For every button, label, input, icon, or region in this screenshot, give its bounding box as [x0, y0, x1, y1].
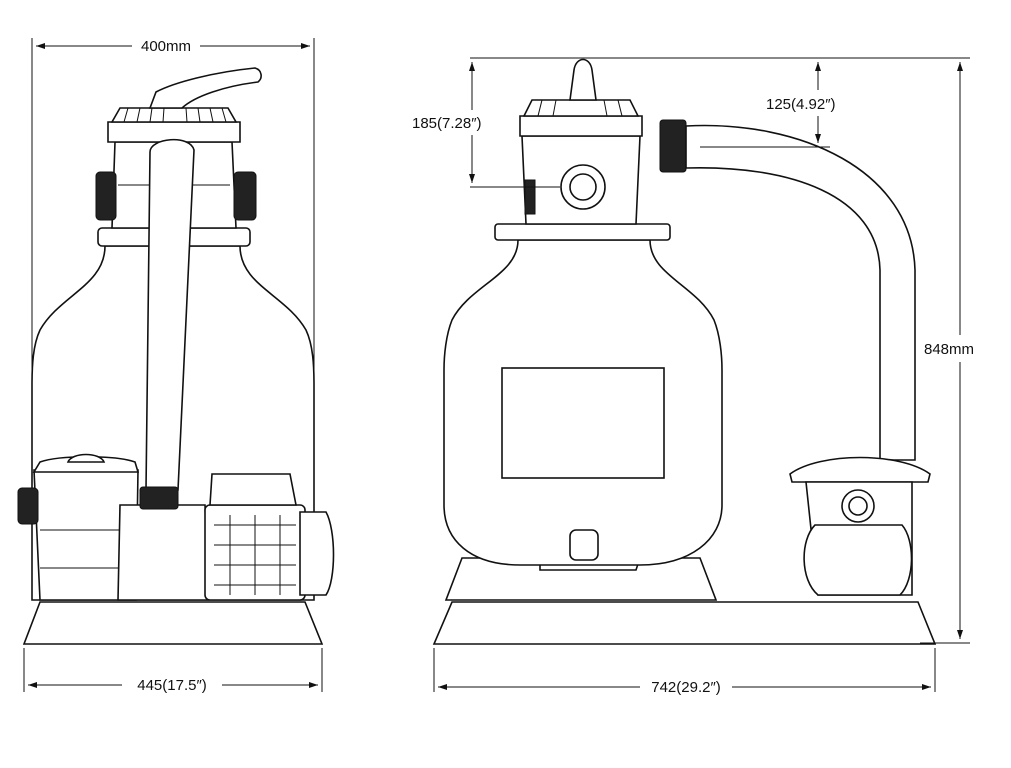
- dimension-lines: [23, 38, 970, 692]
- front-hose-connector: [659, 119, 687, 173]
- dim-valve-height: 185(7.28″): [412, 115, 482, 132]
- side-hose: [145, 138, 195, 491]
- front-valve-handle: [569, 58, 597, 101]
- front-pump-lid: [789, 456, 931, 483]
- side-valve-right-knob: [233, 171, 257, 221]
- front-tank-collar: [494, 223, 671, 241]
- front-hose: [685, 124, 916, 461]
- side-valve-left-knob: [95, 171, 117, 221]
- front-tank-window: [501, 367, 665, 479]
- front-drain: [569, 529, 599, 561]
- side-view: [17, 67, 335, 645]
- dim-side-base-width: 445(17.5″): [137, 677, 207, 694]
- side-pump-housing: [117, 504, 209, 601]
- dim-front-base-width: 742(29.2″): [651, 679, 721, 696]
- front-view: [432, 58, 937, 645]
- front-base: [432, 601, 937, 645]
- dim-hose-offset: 125(4.92″): [766, 96, 836, 113]
- side-pump-inlet: [17, 487, 39, 525]
- side-base: [22, 601, 324, 645]
- dim-total-height: 848mm: [924, 341, 974, 358]
- dim-side-top-width: 400mm: [141, 38, 191, 55]
- side-valve-handle: [148, 67, 262, 109]
